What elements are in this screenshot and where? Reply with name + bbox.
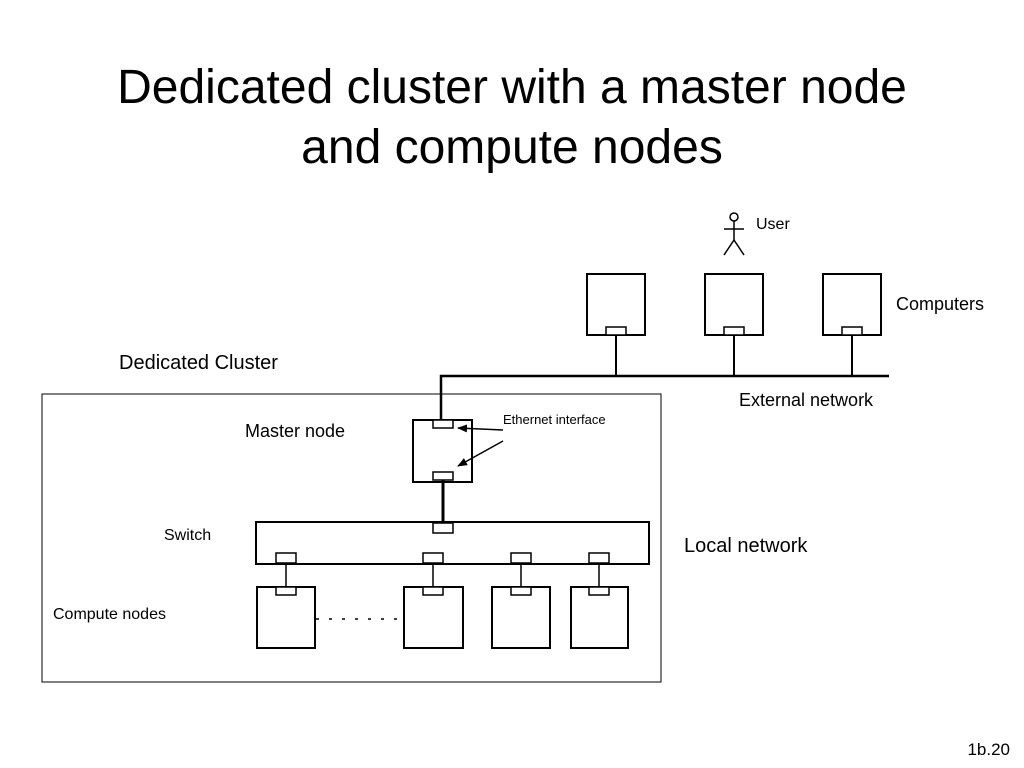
local-network-label: Local network <box>684 535 808 557</box>
user-label: User <box>756 216 790 233</box>
ethernet-port-icon <box>605 326 627 336</box>
dedicated-cluster-label: Dedicated Cluster <box>119 352 278 374</box>
title-line-2: and compute nodes <box>301 121 723 174</box>
compute-node-3 <box>491 586 551 649</box>
compute-links <box>285 563 600 588</box>
compute-node-2 <box>403 586 464 649</box>
title-line-1: Dedicated cluster with a master node <box>117 61 907 114</box>
computer-2 <box>704 273 764 336</box>
ethernet-port-icon <box>432 522 454 534</box>
compute-node-1 <box>256 586 316 649</box>
ethernet-port-icon <box>422 586 444 596</box>
ethernet-port-icon <box>422 552 444 564</box>
computer-3 <box>822 273 882 336</box>
user-icon <box>723 212 745 256</box>
ethernet-port-icon <box>588 552 610 564</box>
switch <box>255 521 650 565</box>
compute-node-4 <box>570 586 629 649</box>
ethernet-interface-arrows <box>457 424 504 467</box>
ethernet-port-icon <box>275 586 297 596</box>
page-number: 1b.20 <box>967 740 1010 759</box>
arrow-icon <box>457 424 504 433</box>
master-node-label: Master node <box>245 421 346 441</box>
ethernet-port-icon <box>432 471 454 481</box>
computer-1 <box>586 273 646 336</box>
external-network-line <box>439 374 889 420</box>
slide-title: Dedicated cluster with a master node and… <box>0 58 1024 178</box>
computers-label: Computers <box>896 294 985 314</box>
external-network-label: External network <box>739 390 874 410</box>
compute-nodes-label: Compute nodes <box>53 606 166 623</box>
ethernet-port-icon <box>588 586 610 596</box>
ethernet-port-icon <box>432 419 454 429</box>
switch-label: Switch <box>164 527 212 544</box>
arrow-icon <box>457 440 504 467</box>
dedicated-cluster-box <box>41 393 662 683</box>
computer-links <box>615 335 853 376</box>
ethernet-port-icon <box>723 326 745 336</box>
master-node <box>412 419 473 483</box>
ethernet-port-icon <box>275 552 297 564</box>
ethernet-port-icon <box>510 552 532 564</box>
ethernet-port-icon <box>841 326 863 336</box>
ethernet-interface-label: Ethernet interface <box>503 412 606 427</box>
ethernet-port-icon <box>510 586 532 596</box>
